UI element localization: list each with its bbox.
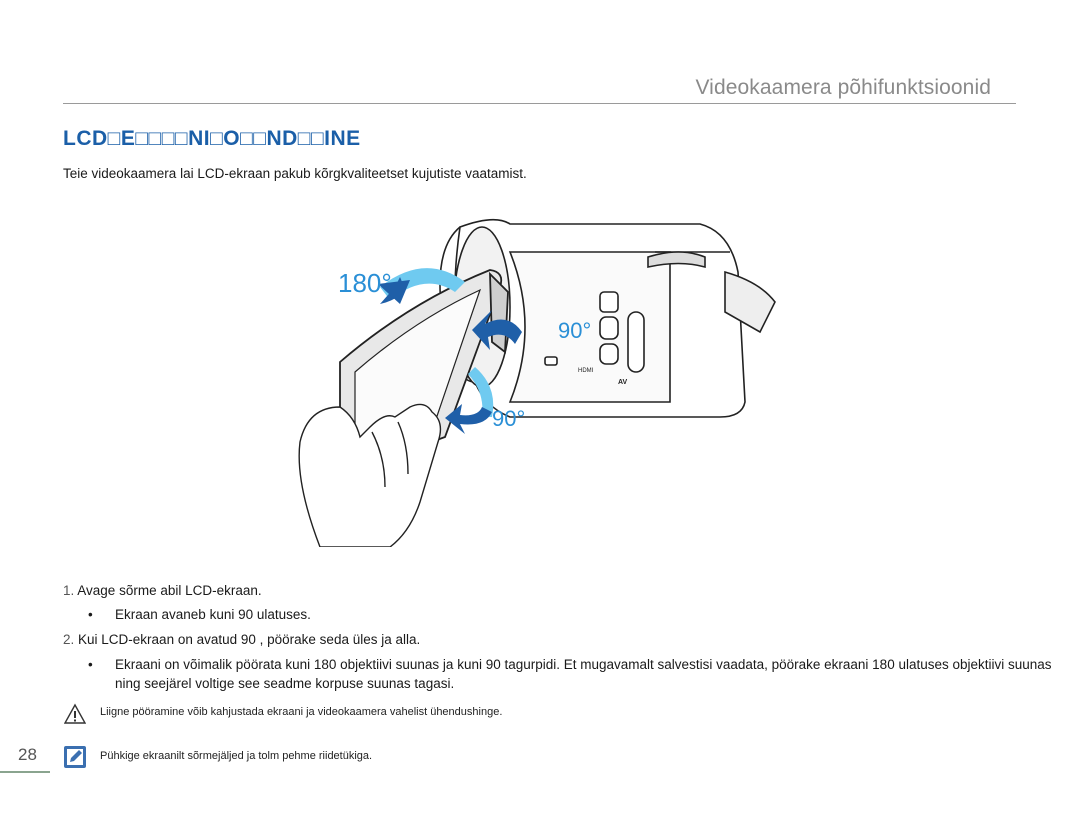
info-note-text: Pühkige ekraanilt sõrmejäljed ja tolm pe… xyxy=(100,750,373,762)
port-hdmi-label: HDMI xyxy=(578,368,594,374)
bullet-dot: • xyxy=(88,657,93,672)
rotate-90-open-arrow xyxy=(472,310,522,350)
step-2-number: 2. xyxy=(63,632,75,647)
page-number: 28 xyxy=(18,745,37,764)
step-1-text: Avage sõrme abil LCD-ekraan. xyxy=(77,583,262,598)
header-title: Videokaamera põhifunktsioonid xyxy=(695,76,991,99)
rotate-90-down-arrow xyxy=(468,367,494,417)
step-2: 2. Kui LCD-ekraan on avatud 90 , pöörake… xyxy=(63,632,420,647)
step-2-bullet-text: Ekraani on võimalik pöörata kuni 180 obj… xyxy=(115,657,1052,691)
step-1: 1. Avage sõrme abil LCD-ekraan. xyxy=(63,583,262,598)
warning-icon xyxy=(64,703,86,725)
step-2-text: Kui LCD-ekraan on avatud 90 , pöörake se… xyxy=(78,632,421,647)
step-1-bullet-text: Ekraan avaneb kuni 90 ulatuses. xyxy=(115,607,311,622)
step-1-number: 1. xyxy=(63,583,75,598)
hand-illustration xyxy=(298,403,442,547)
page-number-rule xyxy=(0,771,50,773)
camcorder-body xyxy=(439,218,776,418)
section-title: LCD□E□□□□NI□O□□ND□□INE xyxy=(63,127,361,150)
rotate-180-arrow-dark xyxy=(378,280,410,304)
port-av-label: AV xyxy=(618,379,628,386)
note-pencil-icon xyxy=(64,746,86,768)
camcorder-illustration: HDMI AV 180° 90° 90° xyxy=(298,218,776,547)
bullet-dot: • xyxy=(88,607,93,622)
angle-90-bottom-label: 90° xyxy=(492,406,525,431)
angle-180-label: 180° xyxy=(338,268,392,298)
intro-text: Teie videokaamera lai LCD-ekraan pakub k… xyxy=(63,166,527,181)
angle-90-top-label: 90° xyxy=(558,318,591,343)
header-divider xyxy=(63,103,1016,104)
warning-note-text: Liigne pööramine võib kahjustada ekraani… xyxy=(100,706,503,718)
